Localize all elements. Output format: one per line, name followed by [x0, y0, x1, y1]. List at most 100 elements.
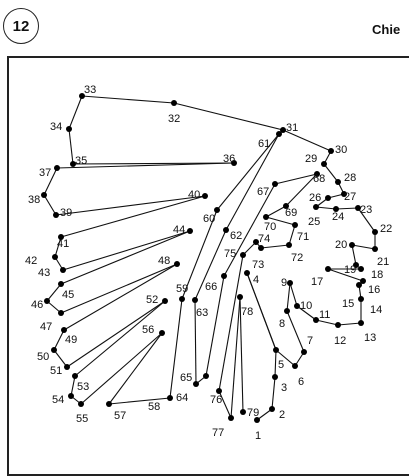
dot-72[interactable]: [286, 242, 292, 248]
puzzle-number-badge: 12: [3, 8, 39, 44]
dot-37[interactable]: [54, 165, 60, 171]
dot-70[interactable]: [263, 214, 269, 220]
dot-48[interactable]: [174, 261, 180, 267]
line-76-77: [218, 390, 232, 419]
dot-68[interactable]: [314, 171, 320, 177]
dot-label-30: 30: [335, 144, 347, 156]
dot-4[interactable]: [244, 270, 250, 276]
dot-47[interactable]: [58, 310, 64, 316]
dot-18[interactable]: [358, 266, 364, 272]
line-66-67: [223, 183, 276, 277]
dot-62[interactable]: [223, 227, 229, 233]
dot-33[interactable]: [79, 93, 85, 99]
dot-57[interactable]: [106, 401, 112, 407]
dot-40[interactable]: [202, 193, 208, 199]
dot-17[interactable]: [325, 266, 331, 272]
dot-39[interactable]: [53, 212, 59, 218]
dot-49[interactable]: [61, 327, 67, 333]
dot-19[interactable]: [353, 262, 359, 268]
dot-27[interactable]: [341, 191, 347, 197]
dot-20[interactable]: [349, 242, 355, 248]
dot-63[interactable]: [192, 297, 198, 303]
dot-35[interactable]: [70, 161, 76, 167]
dot-45[interactable]: [58, 281, 64, 287]
dot-36[interactable]: [231, 160, 237, 166]
dot-56[interactable]: [159, 330, 165, 336]
line-65-66: [205, 275, 225, 377]
dot-label-63: 63: [196, 307, 208, 319]
dot-54[interactable]: [68, 393, 74, 399]
dot-16[interactable]: [360, 278, 366, 284]
dot-6[interactable]: [292, 363, 298, 369]
dot-74[interactable]: [253, 239, 259, 245]
dot-22[interactable]: [372, 229, 378, 235]
dot-label-45: 45: [62, 289, 74, 301]
dot-24[interactable]: [333, 206, 339, 212]
dot-label-72: 72: [291, 252, 303, 264]
dot-75[interactable]: [240, 252, 246, 258]
dot-71[interactable]: [292, 222, 298, 228]
dot-28[interactable]: [335, 179, 341, 185]
dot-3[interactable]: [272, 374, 278, 380]
dot-51[interactable]: [64, 364, 70, 370]
dot-21[interactable]: [372, 246, 378, 252]
dot-8[interactable]: [284, 308, 290, 314]
dot-73[interactable]: [258, 245, 264, 251]
dot-55[interactable]: [78, 401, 84, 407]
dot-14[interactable]: [358, 296, 364, 302]
dot-label-26: 26: [309, 192, 321, 204]
line-52-53: [74, 300, 166, 377]
dot-66[interactable]: [221, 273, 227, 279]
dot-label-21: 21: [377, 256, 389, 268]
dot-25[interactable]: [313, 204, 319, 210]
dot-38[interactable]: [41, 192, 47, 198]
dot-2[interactable]: [269, 406, 275, 412]
dot-10[interactable]: [294, 303, 300, 309]
dot-34[interactable]: [66, 126, 72, 132]
dot-23[interactable]: [355, 205, 361, 211]
dot-65[interactable]: [203, 373, 209, 379]
dot-78[interactable]: [237, 294, 243, 300]
dot-69[interactable]: [283, 203, 289, 209]
dot-label-48: 48: [158, 255, 170, 267]
dot-52[interactable]: [162, 298, 168, 304]
dot-label-54: 54: [52, 394, 64, 406]
dot-label-4: 4: [253, 274, 259, 286]
dot-77[interactable]: [228, 415, 234, 421]
dot-label-74: 74: [258, 233, 270, 245]
dot-41[interactable]: [58, 234, 64, 240]
connecting-lines: [43, 95, 376, 421]
dot-44[interactable]: [187, 228, 193, 234]
dot-53[interactable]: [72, 373, 78, 379]
dot-15[interactable]: [356, 282, 362, 288]
dot-30[interactable]: [328, 148, 334, 154]
dot-5[interactable]: [273, 347, 279, 353]
dot-label-77: 77: [212, 427, 224, 439]
dot-50[interactable]: [51, 347, 57, 353]
dot-76[interactable]: [216, 388, 222, 394]
dot-64[interactable]: [193, 381, 199, 387]
dot-61[interactable]: [276, 131, 282, 137]
dot-7[interactable]: [301, 349, 307, 355]
dot-12[interactable]: [335, 322, 341, 328]
dot-11[interactable]: [313, 317, 319, 323]
dot-43[interactable]: [60, 267, 66, 273]
dot-42[interactable]: [52, 254, 58, 260]
dot-79[interactable]: [240, 409, 246, 415]
line-78-79: [239, 296, 244, 413]
dot-60[interactable]: [214, 207, 220, 213]
dot-32[interactable]: [171, 100, 177, 106]
dot-59[interactable]: [179, 296, 185, 302]
dot-9[interactable]: [287, 280, 293, 286]
dot-label-11: 11: [319, 309, 330, 321]
dot-31[interactable]: [280, 127, 286, 133]
dot-58[interactable]: [167, 395, 173, 401]
dot-26[interactable]: [325, 195, 331, 201]
dot-13[interactable]: [358, 320, 364, 326]
dot-46[interactable]: [44, 298, 50, 304]
dot-label-60: 60: [203, 213, 215, 225]
dot-1[interactable]: [254, 417, 260, 423]
dot-label-52: 52: [146, 294, 158, 306]
dot-67[interactable]: [272, 181, 278, 187]
dot-29[interactable]: [321, 161, 327, 167]
